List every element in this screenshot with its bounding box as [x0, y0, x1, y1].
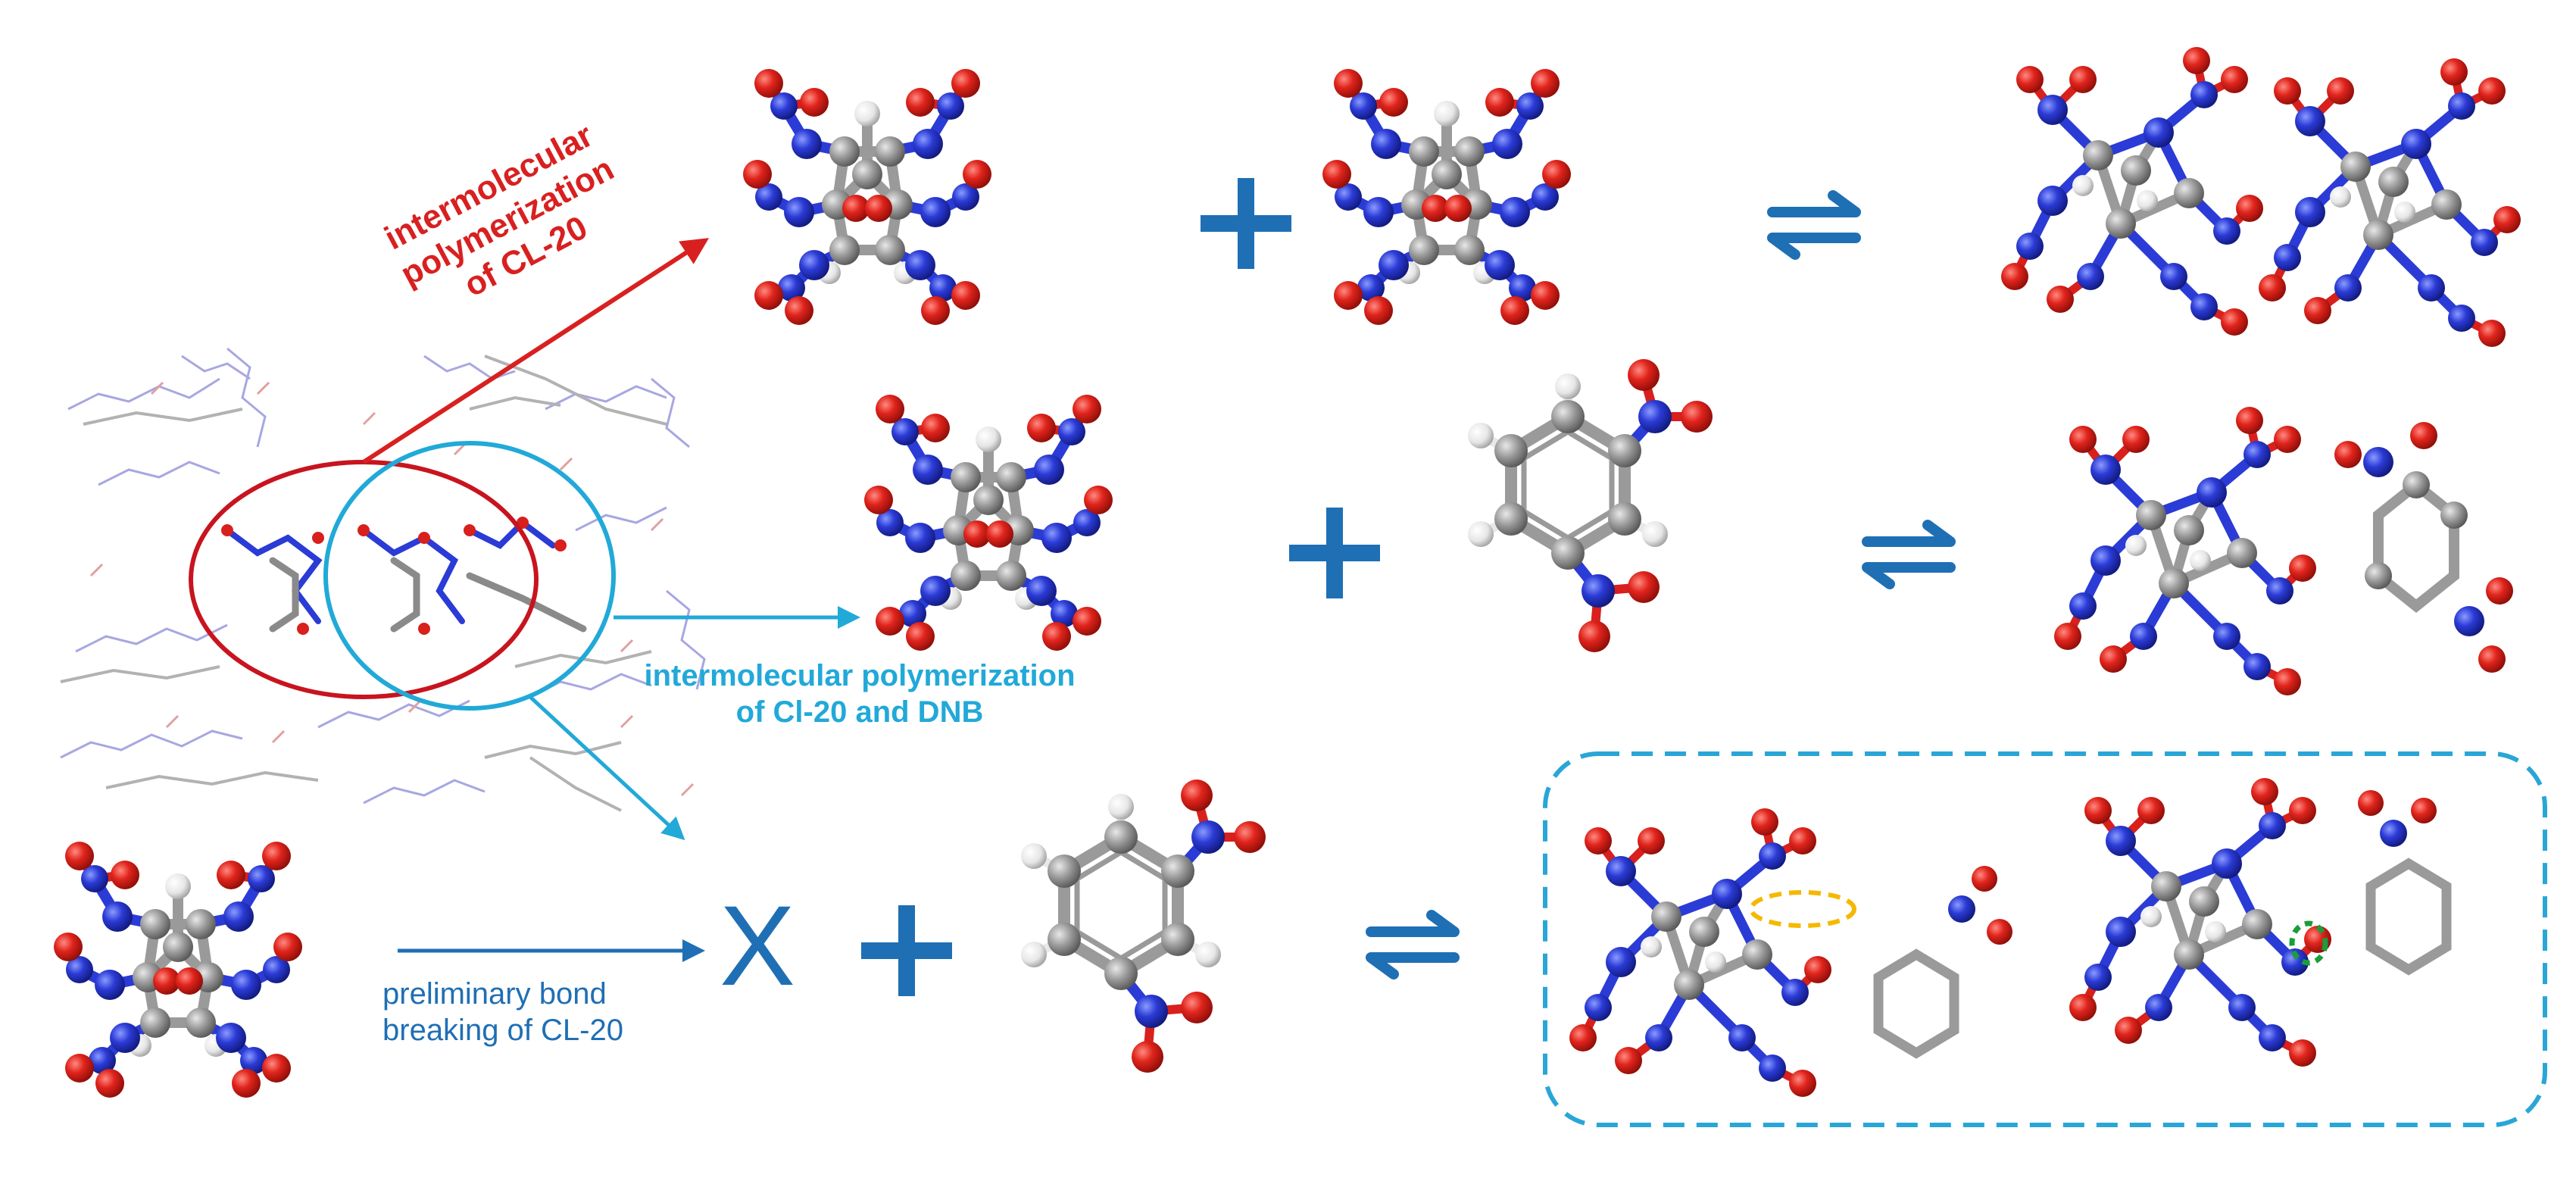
- plus-sign-2: [1289, 508, 1380, 598]
- label-line: of Cl-20 and DNB: [735, 695, 984, 729]
- bond-broken-product-a: [1569, 808, 1831, 1097]
- label-line: breaking of CL-20: [382, 1014, 623, 1047]
- cl20-molecule-3: [864, 395, 1113, 651]
- ring-fragment-b: [2358, 790, 2452, 976]
- equilibrium-3: [1371, 915, 1454, 974]
- dnb-molecule-1: [1468, 359, 1713, 652]
- cl20-molecule-2: [1322, 69, 1571, 325]
- cl20-molecule-1: [743, 69, 991, 325]
- products-dashed-box: [1543, 751, 2547, 1127]
- dnb-ring-product: [2334, 422, 2513, 673]
- label-intermolecular-polymerization-cl20-dnb: intermolecular polymerization of Cl-20 a…: [617, 658, 1102, 730]
- highlight-broken-bond: [1749, 890, 1856, 928]
- cl20-molecule-4: [54, 842, 302, 1098]
- cl20-dnb-pair-oval: [323, 441, 616, 711]
- equilibrium-1: [1772, 195, 1856, 255]
- lattice-center-molecules: [221, 517, 587, 635]
- crystal-lattice: [60, 347, 706, 812]
- bond-broken-product-b: [2069, 778, 2331, 1067]
- ring-fragment-a: [1873, 866, 2012, 1059]
- plus-sign-3: [861, 905, 952, 996]
- cyan-arrow-2: [529, 695, 685, 841]
- cl20-dnb-product: [2054, 407, 2316, 695]
- equilibrium-2: [1867, 525, 1950, 584]
- label-line: intermolecular polymerization: [644, 659, 1076, 692]
- cl20-dimer-product-a: [2001, 47, 2263, 336]
- x-symbol: X: [720, 882, 795, 1009]
- dnb-molecule-2: [1021, 780, 1266, 1073]
- plus-sign-1: [1201, 178, 1291, 269]
- label-line: preliminary bond: [382, 977, 607, 1011]
- red-arrow: [362, 238, 710, 464]
- label-preliminary-bond-breaking: preliminary bond breaking of CL-20: [382, 976, 701, 1048]
- highlight-new-bond: [2289, 920, 2328, 966]
- cl20-dimer-product-b: [2259, 58, 2521, 347]
